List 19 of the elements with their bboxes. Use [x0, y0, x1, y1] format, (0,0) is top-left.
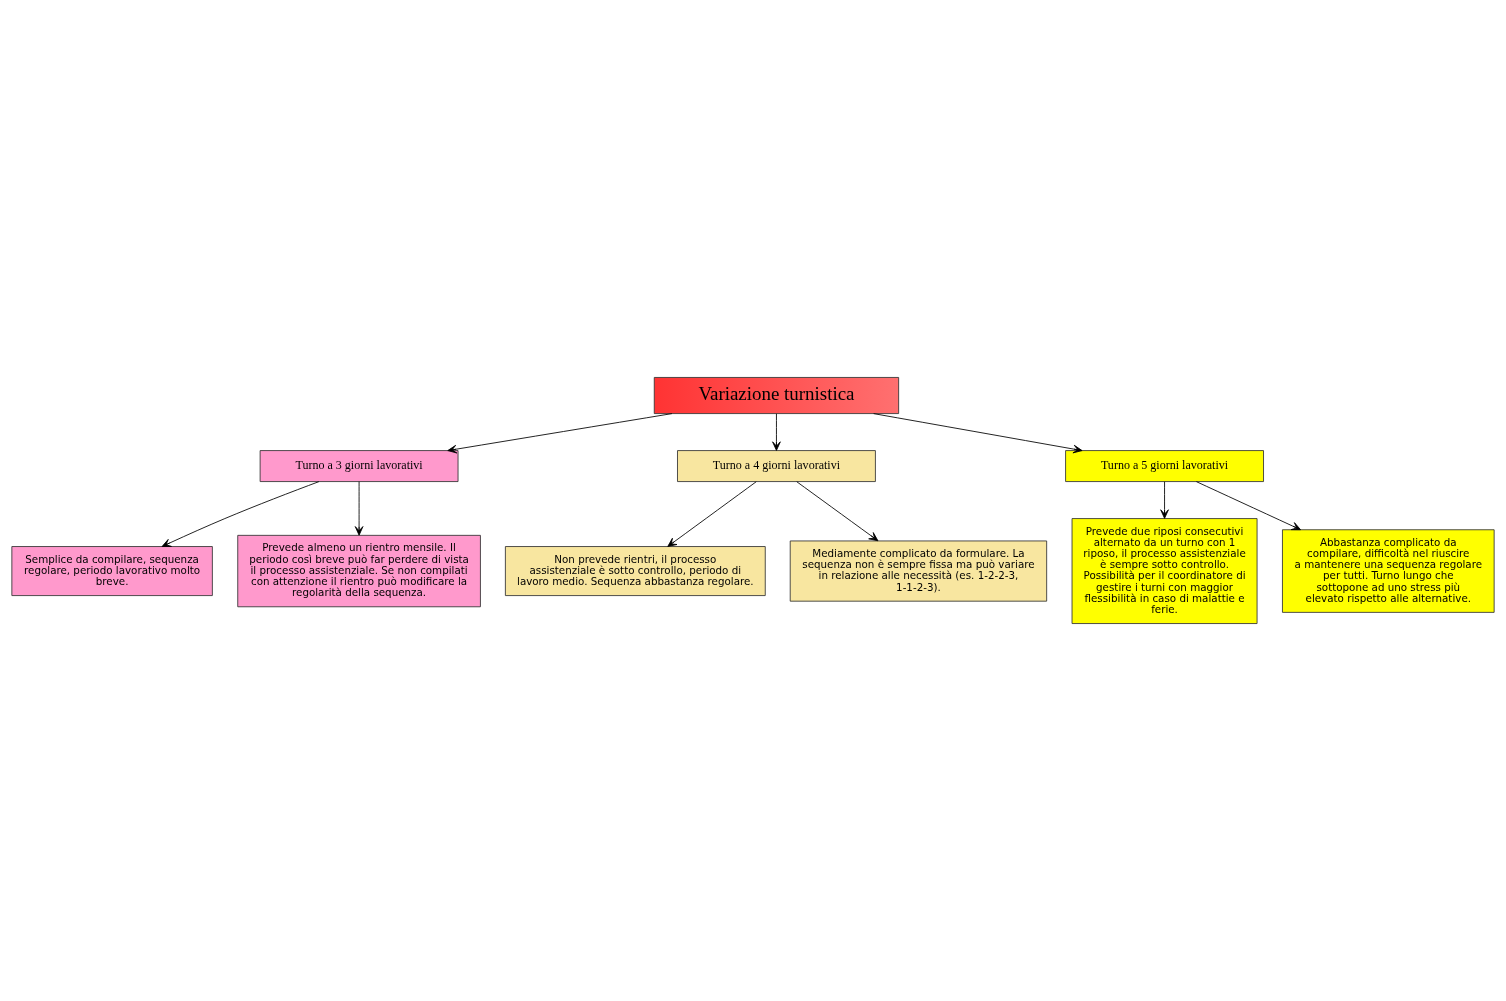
- arrow: [354, 481, 364, 536]
- arrow: [447, 413, 673, 454]
- node-box: Prevede almeno un rientro mensile. Il periodo così breve può far perdere di vista il processo assistenziale. Se non compilati con attenzione il rientro può modificare la regolarità della sequenza.: [237, 534, 481, 608]
- arrow: [161, 481, 320, 547]
- arrow: [873, 413, 1083, 454]
- node-box: Turno a 3 giorni lavorativi: [259, 450, 459, 482]
- node-box: Turno a 4 giorni lavorativi: [677, 450, 876, 482]
- arrow: [796, 481, 879, 542]
- node-box: Turno a 5 giorni lavorativi: [1065, 450, 1264, 482]
- arrow: [667, 481, 757, 547]
- node-box: Mediamente complicato da formulare. La sequenza non è sempre fissa ma può variare in relazione alle necessità (es. 1-2-2-3, 1-1-2-3).: [789, 540, 1048, 602]
- arrow: [1195, 481, 1301, 531]
- node-box: Abbastanza complicato da compilare, difficoltà nel riuscire a mantenere una sequenza regolare per tutti. Turno lungo che sottopone ad uno stress più elevato rispetto alle alternative.: [1282, 529, 1495, 613]
- arrow: [772, 413, 781, 451]
- node-box: Prevede due riposi consecutivi alternato da un turno con 1 riposo, il processo assistenziale è sempre sotto controllo. Possibilità per il coordinatore di gestire i turni con maggior flessibilità in caso di malattie e ferie.: [1071, 518, 1258, 624]
- node-box: Variazione turnistica: [653, 377, 900, 414]
- arrow: [1160, 481, 1169, 519]
- node-box: Semplice da compilare, sequenza regolare, periodo lavorativo molto breve.: [11, 546, 213, 596]
- node-box: Non prevede rientri, il processo assistenziale è sotto controllo, periodo di lavoro medio. Sequenza abbastanza regolare.: [504, 546, 766, 596]
